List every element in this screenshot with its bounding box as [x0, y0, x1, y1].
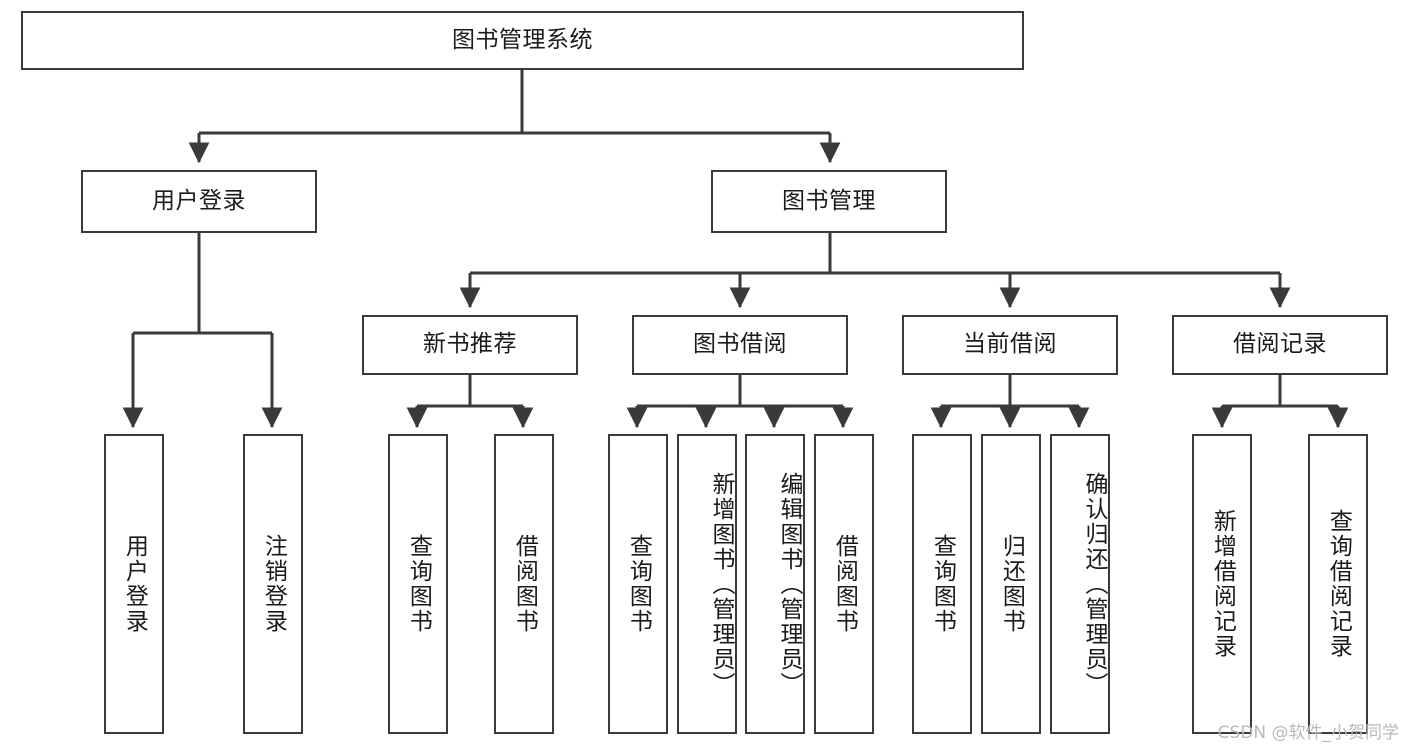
leaf-user-login-signout[interactable]: 注销登录 — [243, 434, 303, 734]
leaf-book-borrow-borrow-books[interactable]: 借阅图书 — [814, 434, 874, 734]
leaf-book-borrow-query-books[interactable]: 查询图书 — [608, 434, 668, 734]
node-root-book-management-system[interactable]: 图书管理系统 — [21, 11, 1024, 70]
node-user-login[interactable]: 用户登录 — [81, 170, 317, 233]
leaf-current-borrow-return-books[interactable]: 归还图书 — [981, 434, 1041, 734]
leaf-current-borrow-confirm-return-admin[interactable]: 确认归还（管理员） — [1050, 434, 1110, 734]
node-new-book-recommend[interactable]: 新书推荐 — [362, 315, 578, 375]
node-book-borrow[interactable]: 图书借阅 — [632, 315, 848, 375]
leaf-book-borrow-edit-book-admin[interactable]: 编辑图书（管理员） — [745, 434, 805, 734]
leaf-new-book-query-books[interactable]: 查询图书 — [388, 434, 448, 734]
node-book-management[interactable]: 图书管理 — [711, 170, 947, 233]
leaf-book-borrow-add-book-admin[interactable]: 新增图书（管理员） — [677, 434, 737, 734]
node-borrow-record[interactable]: 借阅记录 — [1172, 315, 1388, 375]
leaf-user-login-signin[interactable]: 用户登录 — [104, 434, 164, 734]
leaf-new-book-borrow-books[interactable]: 借阅图书 — [494, 434, 554, 734]
leaf-borrow-record-add-record[interactable]: 新增借阅记录 — [1192, 434, 1252, 734]
node-current-borrow[interactable]: 当前借阅 — [902, 315, 1118, 375]
leaf-borrow-record-query-record[interactable]: 查询借阅记录 — [1308, 434, 1368, 734]
leaf-current-borrow-query-books[interactable]: 查询图书 — [912, 434, 972, 734]
watermark-csdn: CSDN @软件_小贺同学 — [1217, 723, 1399, 743]
